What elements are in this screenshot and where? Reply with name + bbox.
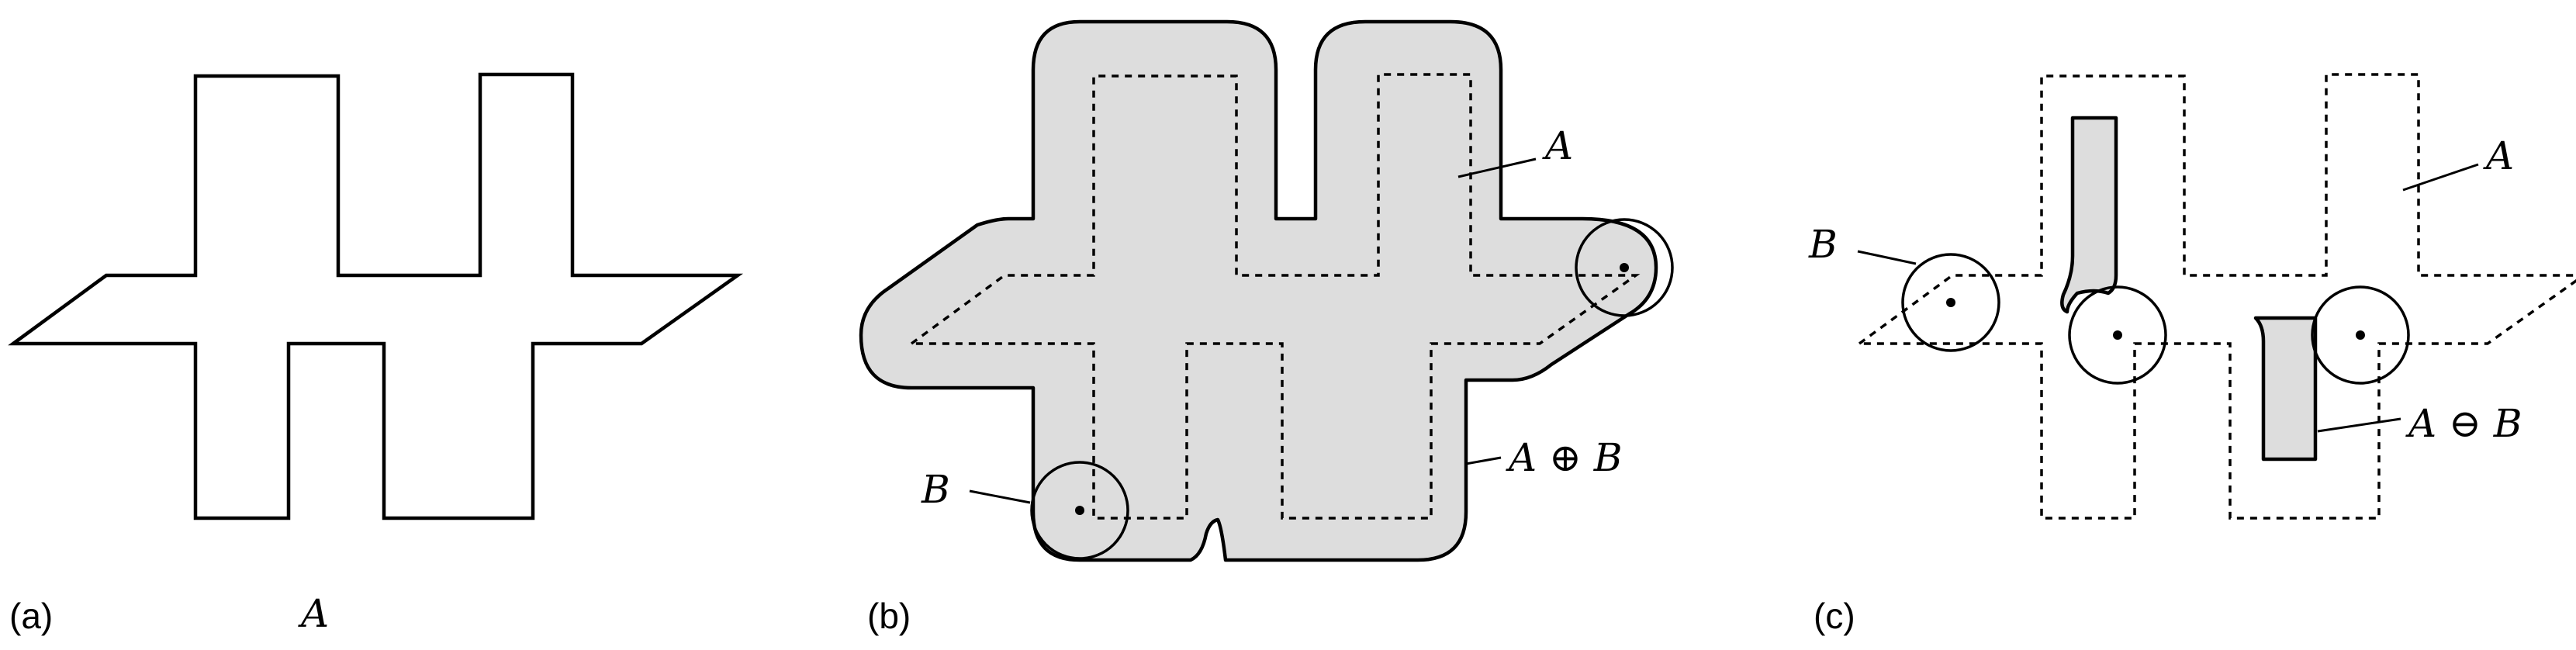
structuring-element-circle — [1030, 461, 1129, 560]
erosion-region — [2253, 316, 2318, 462]
label-leader-line — [969, 489, 1031, 504]
structuring-element-circle — [1575, 218, 1674, 317]
label-leader-line — [1457, 157, 1537, 178]
dilation-region — [859, 19, 1658, 562]
dilation-label: A ⊕ B — [1506, 435, 1623, 480]
structuring-element-circle — [2311, 285, 2410, 385]
structuring-element-center — [1075, 506, 1084, 515]
label-leader-line — [2317, 417, 2401, 433]
set-a-label: A — [298, 591, 329, 636]
structuring-element-center — [2113, 330, 2122, 340]
panel-c-label: (c) — [1814, 596, 1855, 636]
set-a-outline — [13, 74, 738, 518]
structuring-element-center — [2356, 330, 2365, 340]
panel-a-label: (a) — [9, 596, 53, 636]
erosion-label: A ⊖ B — [2405, 401, 2522, 446]
structuring-element-circle — [1901, 253, 2000, 352]
structuring-element-label: B — [921, 467, 950, 512]
label-leader-line — [2402, 163, 2479, 192]
structuring-element-center — [1620, 263, 1629, 272]
panel-b-label: (b) — [867, 596, 911, 636]
structuring-element-circle — [2068, 285, 2167, 385]
panel-a: (a) A — [9, 74, 738, 636]
panel-b: A A ⊕ B B (b) — [859, 19, 1674, 636]
set-a-label: A — [1542, 123, 1573, 168]
structuring-element-center — [1946, 298, 1955, 307]
set-a-label: A — [2483, 133, 2514, 178]
label-leader-line — [1465, 456, 1502, 465]
label-leader-line — [1857, 250, 1917, 265]
set-a-dashed-outline — [1858, 73, 2576, 520]
panel-c: A A ⊖ B B (c) — [1808, 73, 2576, 636]
structuring-element-label: B — [1808, 222, 1838, 267]
erosion-region — [2060, 116, 2118, 314]
